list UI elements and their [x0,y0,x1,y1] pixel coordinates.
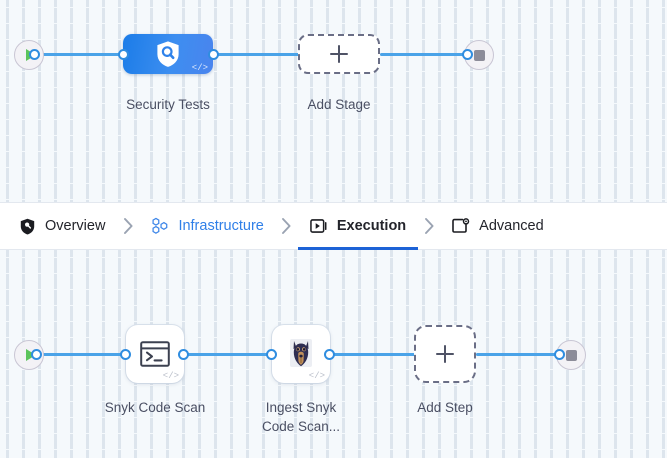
pipeline-tabbar: Overview Infrastructure [0,202,667,250]
step-connector-2 [326,353,416,356]
stage-node-out-dot[interactable] [208,49,219,60]
step-canvas[interactable]: </> Snyk Code Scan [0,250,667,458]
tab-advanced[interactable]: Advanced [446,203,550,249]
step-connector-start [36,353,128,356]
plus-icon [436,345,454,363]
step-connector-1 [182,353,274,356]
stage-node-in-dot[interactable] [118,49,129,60]
step-code-badge: </> [308,371,325,381]
step-node-snyk-code-scan[interactable]: </> [126,325,184,383]
tab-separator-3 [412,203,446,249]
add-step-caption: Add Step [417,400,473,415]
shield-search-icon [157,41,179,67]
stage-node-security-tests[interactable]: </> [123,34,213,74]
tab-advanced-label: Advanced [479,218,544,234]
tab-overview[interactable]: Overview [12,203,111,249]
plus-icon [330,45,348,63]
stage-connector-start [34,53,126,56]
step-start-connector-dot[interactable] [31,349,42,360]
step1-out-dot[interactable] [178,349,189,360]
terminal-icon [140,341,170,367]
stage-connector-2 [380,53,472,56]
tab-infrastructure[interactable]: Infrastructure [145,203,269,249]
add-step-button[interactable] [414,325,476,383]
stop-icon [565,349,577,361]
step-code-badge: </> [162,371,179,381]
tab-execution-label: Execution [336,218,407,234]
shield-icon [18,217,36,235]
step1-in-dot[interactable] [120,349,131,360]
add-stage-caption: Add Stage [307,97,371,112]
step-node-caption-ingest-snyk-code-scan: Ingest Snyk Code Scan... [261,400,341,434]
tab-infrastructure-label: Infrastructure [178,218,264,234]
hexagon-cluster-icon [151,217,169,235]
stage-connector-1 [210,53,300,56]
tab-separator-1 [111,203,145,249]
add-stage-button[interactable] [298,34,380,74]
stage-code-badge: </> [191,63,208,73]
stage-start-connector-dot[interactable] [29,49,40,60]
step-end-connector-dot[interactable] [554,349,565,360]
step-node-caption-snyk-code-scan: Snyk Code Scan [104,400,206,415]
step2-out-dot[interactable] [324,349,335,360]
window-gear-icon [452,217,470,235]
tab-overview-label: Overview [45,218,106,234]
stage-end-connector-dot[interactable] [462,49,473,60]
stop-icon [473,49,485,61]
snyk-doberman-icon [290,339,312,367]
tab-execution[interactable]: Execution [297,203,419,250]
step-node-ingest-snyk-code-scan[interactable]: </> [272,325,330,383]
play-icon [25,349,36,361]
step-connector-3 [476,353,568,356]
tab-separator-2 [270,203,304,249]
stage-canvas[interactable]: </> Security Tests Add Stage [0,0,667,202]
play-box-icon [310,217,328,235]
step2-in-dot[interactable] [266,349,277,360]
stage-node-caption: Security Tests [126,97,210,112]
